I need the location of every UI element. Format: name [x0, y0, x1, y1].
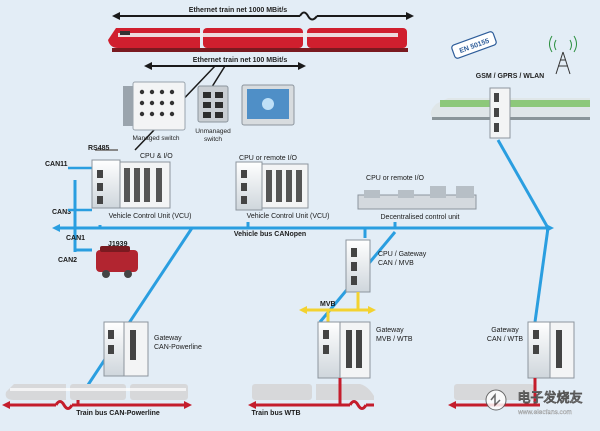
vcu-1-label: Vehicle Control Unit (VCU) — [109, 213, 192, 220]
decentralised-label: Decentralised control unit — [381, 214, 460, 221]
managed-switch — [123, 81, 186, 131]
arrow-right-icon — [298, 62, 306, 70]
cpu-remote-1-label: CPU or remote I/O — [239, 155, 298, 162]
train-bus-can-label: Train bus CAN-Powerline — [76, 410, 160, 417]
arrow-right-icon — [368, 306, 376, 314]
ethernet-100-label: Ethernet train net 100 MBit/s — [193, 57, 288, 64]
j1939-label: J1939 — [108, 241, 128, 248]
unmanaged-switch — [197, 85, 229, 123]
mvb-label: MVB — [320, 301, 336, 308]
gateway-can-mvb-unit — [345, 239, 371, 293]
hmi-display — [241, 84, 295, 126]
vcu-1-unit — [91, 159, 171, 209]
wireless-label: GSM / GPRS / WLAN — [476, 73, 544, 80]
arrow-right-icon — [184, 401, 192, 409]
cpu-io-label: CPU & I/O — [140, 153, 173, 160]
watermark-text: 电子发烧友 — [517, 390, 582, 405]
watermark — [485, 389, 507, 411]
ethernet-1000-label: Ethernet train net 1000 MBit/s — [189, 7, 288, 14]
engine-icon — [96, 246, 138, 278]
antenna-icon — [549, 35, 577, 75]
gateway-can-wtb-unit — [527, 321, 575, 379]
arrow-left-icon — [299, 306, 307, 314]
vehicle-bus-label: Vehicle bus CANopen — [234, 231, 306, 238]
gateway-can-powerline-unit — [103, 321, 149, 377]
gateway-mvb-label-2: CAN / MVB — [378, 260, 414, 267]
decentralised-unit — [357, 186, 477, 210]
arrow-right-icon — [546, 224, 554, 232]
gw-mvb-wtb-label-2: MVB / WTB — [376, 336, 413, 343]
gw-can-wtb-label-2: CAN / WTB — [487, 336, 523, 343]
en50155-badge — [451, 31, 497, 59]
arrow-left-icon — [2, 401, 10, 409]
top-train — [108, 28, 408, 52]
gw-powerline-label-2: CAN-Powerline — [154, 344, 202, 351]
arrow-left-icon — [144, 62, 152, 70]
can3-label: CAN3 — [52, 209, 71, 216]
bottom-mid-train — [252, 384, 374, 400]
bottom-left-train — [5, 384, 188, 400]
unmanaged-switch-label-2: switch — [204, 136, 222, 143]
vcu-2-label: Vehicle Control Unit (VCU) — [247, 213, 330, 220]
ethernet-1000-bus — [112, 11, 414, 21]
gw-mvb-wtb-label-1: Gateway — [376, 327, 404, 334]
can1-label: CAN1 — [66, 235, 85, 242]
wireless-gateway — [489, 87, 511, 139]
can-vehicle-bus — [58, 139, 550, 401]
can2-label: CAN2 — [58, 257, 77, 264]
arrow-left-icon — [248, 401, 256, 409]
unmanaged-switch-label-1: Unmanaged — [195, 128, 231, 135]
train-bus-wtb-label: Train bus WTB — [252, 410, 301, 417]
cpu-remote-2-label: CPU or remote I/O — [366, 175, 425, 182]
train-bus-wtb — [254, 400, 374, 410]
gw-powerline-label-1: Gateway — [154, 335, 182, 342]
can11-label: CAN11 — [45, 161, 68, 168]
arrow-left-icon — [52, 224, 60, 232]
train-bus-can — [8, 400, 186, 410]
arrow-right-icon — [406, 12, 414, 20]
mvb-bus — [305, 292, 370, 322]
watermark-url: www.elecfans.com — [517, 409, 572, 416]
managed-switch-label: Managed switch — [133, 135, 180, 142]
gateway-mvb-wtb-unit — [317, 321, 371, 379]
vcu-2-unit — [235, 161, 309, 211]
gw-can-wtb-label-1: Gateway — [491, 327, 519, 334]
rs485-label: RS485 — [88, 145, 110, 152]
arrow-left-icon — [448, 401, 456, 409]
arrow-left-icon — [112, 12, 120, 20]
gateway-mvb-label-1: CPU / Gateway — [378, 251, 427, 258]
